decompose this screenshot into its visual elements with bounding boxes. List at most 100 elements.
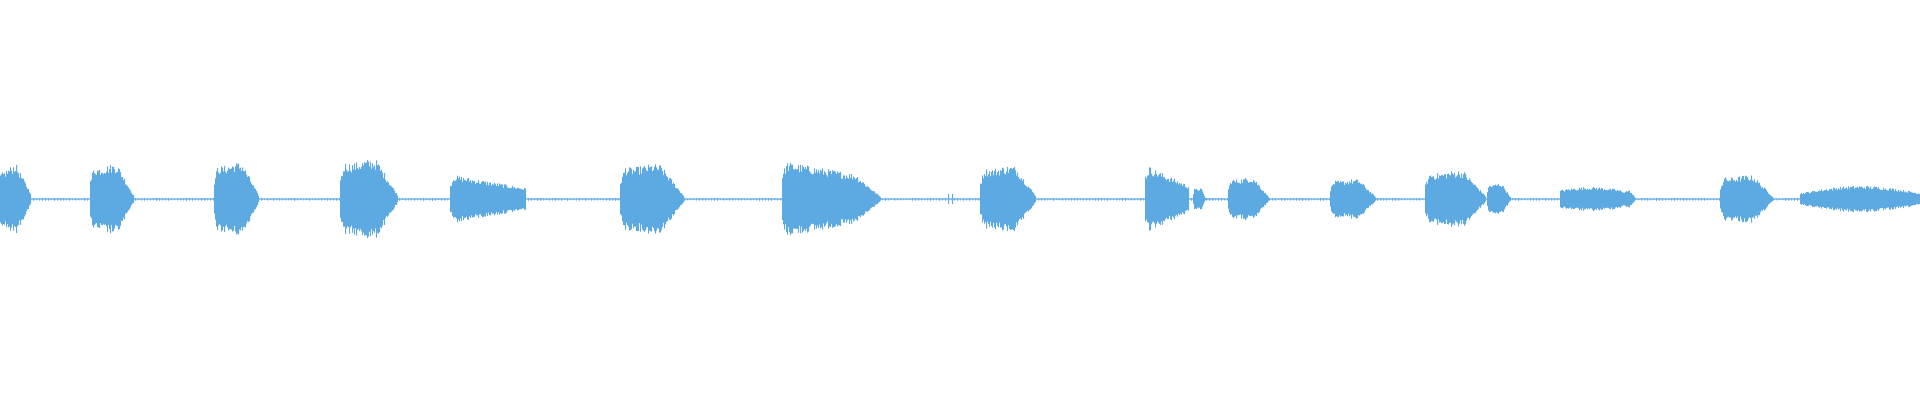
noise-sample <box>936 198 938 201</box>
waveform-sample <box>1595 189 1597 209</box>
waveform-sample <box>13 167 15 231</box>
noise-sample <box>1716 198 1718 201</box>
noise-sample <box>1380 198 1382 201</box>
waveform-sample <box>1013 168 1015 230</box>
noise-sample <box>438 198 440 201</box>
waveform-sample <box>1481 192 1483 206</box>
waveform-sample <box>795 169 797 229</box>
waveform-sample <box>648 164 650 234</box>
waveform-sample <box>119 169 121 229</box>
waveform-sample <box>252 185 254 213</box>
waveform-sample <box>1448 173 1450 225</box>
noise-sample <box>1533 198 1535 201</box>
waveform-sample <box>621 182 623 216</box>
waveform-sample <box>787 163 789 235</box>
waveform-sample <box>1510 197 1512 201</box>
waveform-sample <box>512 185 514 213</box>
noise-sample <box>759 198 761 201</box>
noise-sample <box>738 198 740 201</box>
waveform-sample <box>822 168 824 230</box>
noise-sample <box>1329 198 1331 201</box>
waveform-sample <box>1912 192 1914 206</box>
noise-sample <box>1287 198 1289 201</box>
noise-sample <box>1320 198 1322 201</box>
waveform-sample <box>1852 186 1854 212</box>
waveform-sample <box>1731 177 1733 221</box>
waveform-sample <box>1233 180 1235 218</box>
waveform-sample <box>227 170 229 228</box>
waveform-sample <box>1480 190 1482 208</box>
waveform-sample <box>1808 192 1810 206</box>
waveform-sample <box>1483 193 1485 205</box>
waveform-sample <box>21 178 23 220</box>
waveform-sample <box>1443 175 1445 223</box>
waveform-sample <box>876 193 878 205</box>
waveform-sample <box>628 171 630 227</box>
waveform-sample <box>1588 189 1590 209</box>
waveform-sample <box>257 192 259 206</box>
waveform-sample <box>1231 184 1233 214</box>
waveform-sample <box>1197 190 1199 208</box>
waveform-sample <box>1830 189 1832 209</box>
waveform-sample <box>824 171 826 227</box>
waveform-sample <box>1440 176 1442 222</box>
noise-sample <box>585 198 587 201</box>
waveform-sample <box>862 182 864 216</box>
noise-sample <box>300 198 302 201</box>
waveform-sample <box>1630 193 1632 205</box>
waveform-sample <box>981 183 983 215</box>
noise-sample <box>279 198 281 201</box>
noise-sample <box>1053 198 1055 201</box>
noise-sample <box>192 198 194 201</box>
waveform-sample <box>106 171 108 227</box>
waveform-sample <box>1017 172 1019 226</box>
waveform-sample <box>1363 184 1365 214</box>
waveform-sample <box>808 166 810 232</box>
noise-sample <box>756 198 758 201</box>
waveform-sample <box>1430 175 1432 223</box>
waveform-sample <box>1467 179 1469 219</box>
noise-sample <box>684 198 686 201</box>
waveform-sample <box>380 170 382 228</box>
noise-sample <box>1719 198 1721 201</box>
waveform-sample <box>9 171 11 227</box>
waveform-sample <box>471 182 473 216</box>
waveform-sample <box>1442 175 1444 223</box>
noise-sample <box>1272 198 1274 201</box>
waveform-sample <box>789 165 791 233</box>
noise-sample <box>609 198 611 201</box>
waveform-sample <box>108 172 110 226</box>
waveform-sample <box>813 173 815 225</box>
waveform-sample <box>1862 187 1864 211</box>
noise-sample <box>1392 198 1394 201</box>
waveform-sample <box>831 174 833 224</box>
noise-sample <box>555 198 557 201</box>
waveform-sample <box>496 186 498 212</box>
noise-sample <box>777 198 779 201</box>
waveform-sample <box>1335 180 1337 218</box>
waveform-sample <box>1015 170 1017 228</box>
waveform-sample <box>846 175 848 223</box>
waveform-sample <box>513 187 515 211</box>
waveform-sample <box>1598 188 1600 210</box>
waveform-sample <box>1856 187 1858 211</box>
waveform-sample <box>467 178 469 220</box>
waveform-sample <box>1825 190 1827 208</box>
waveform-sample <box>832 170 834 228</box>
waveform-sample <box>1019 178 1021 220</box>
noise-sample <box>882 198 884 201</box>
waveform-sample <box>1885 188 1887 210</box>
waveform-sample <box>1864 187 1866 211</box>
waveform-sample <box>355 169 357 229</box>
waveform-sample <box>395 193 397 205</box>
waveform-sample <box>1012 168 1014 230</box>
waveform-sample <box>1255 182 1257 216</box>
waveform-sample <box>25 183 27 215</box>
waveform-sample <box>1434 179 1436 219</box>
waveform-sample <box>349 164 351 234</box>
noise-sample <box>75 198 77 201</box>
noise-sample <box>435 198 437 201</box>
waveform-sample <box>1826 189 1828 209</box>
